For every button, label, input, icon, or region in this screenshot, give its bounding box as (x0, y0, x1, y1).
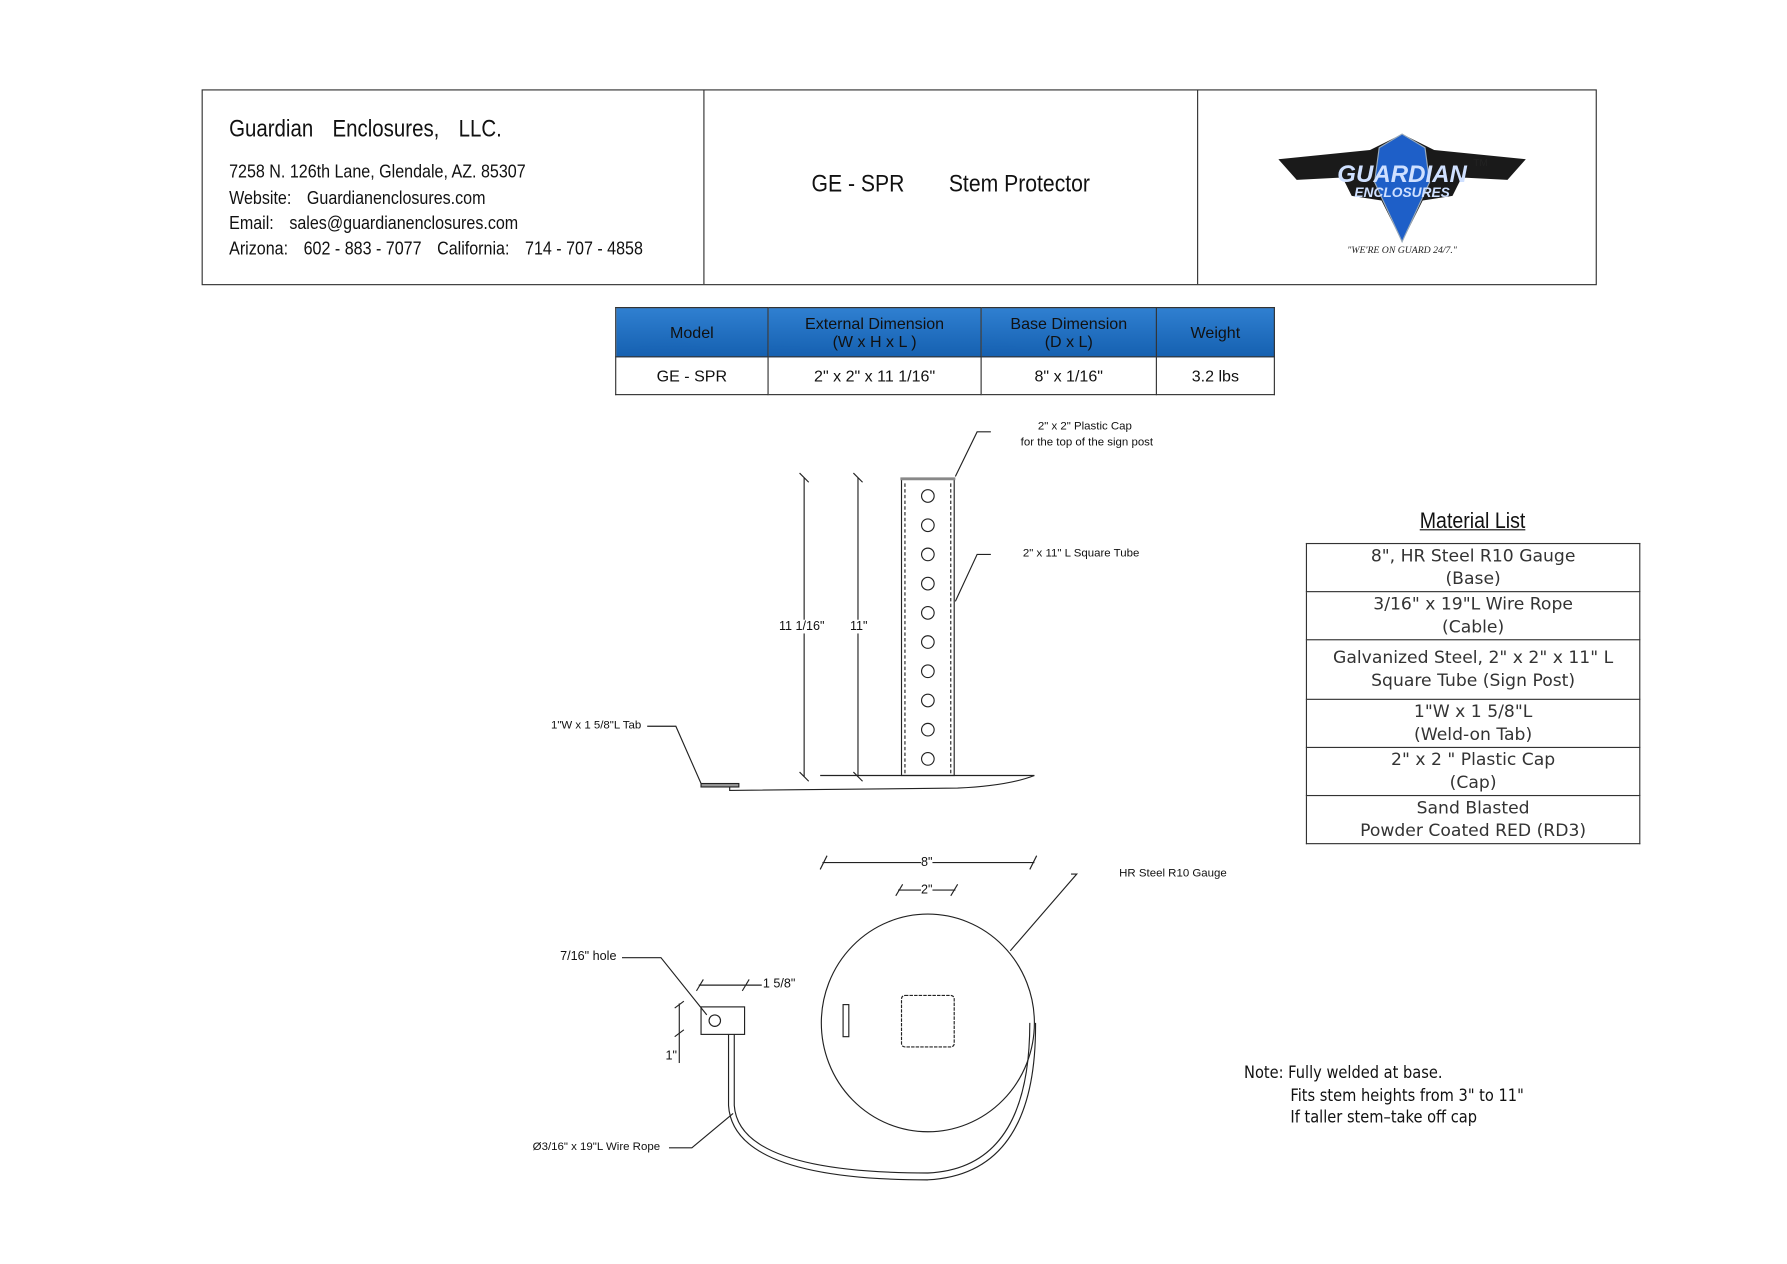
dim-base-diameter: 8" (920, 855, 933, 870)
header-external-dimension: External Dimension(W x H x L ) (767, 306, 982, 358)
wire-rope (727, 1022, 1037, 1181)
dim-total-height: 11 1/16" (778, 619, 825, 634)
tube-hole (920, 722, 935, 737)
email: sales@guardianenclosures.com (289, 213, 519, 234)
header-base-dimension: Base Dimension(D x L) (980, 306, 1157, 358)
guardian-logo: GUARDIAN ENCLOSURES TM "WE'RE ON GUARD 2… (1278, 133, 1526, 256)
title-block: Guardian Enclosures, LLC. 7258 N. 126th … (201, 89, 1597, 286)
material-text: 8", HR Steel R10 Gauge (1370, 545, 1576, 566)
product-name: Stem Protector (948, 170, 1090, 198)
address: 7258 N. 126th Lane, Glendale, AZ. 85307 (229, 161, 526, 183)
header-text: Base Dimension (1010, 313, 1128, 333)
tube-hole (920, 693, 935, 708)
tab-top (700, 1006, 746, 1035)
california-label: California: (437, 238, 510, 259)
website: Guardianenclosures.com (306, 187, 486, 209)
rope-label: Ø3/16" x 19"L Wire Rope (532, 1140, 661, 1154)
material-row: 8", HR Steel R10 Gauge(Base) (1305, 542, 1641, 593)
material-text: (Weld-on Tab) (1414, 723, 1533, 745)
logo-text: GUARDIAN (1337, 161, 1467, 188)
material-text: (Base) (1445, 568, 1501, 589)
note: Note: Fully welded at base. Fits stem he… (1244, 1063, 1524, 1130)
cap-label-1: 2" x 2" Plastic Cap (1037, 420, 1132, 433)
base-label: HR Steel R10 Gauge (1119, 867, 1227, 880)
model-code: GE - SPR (811, 170, 905, 198)
material-text: 2" x 2 " Plastic Cap (1391, 749, 1556, 770)
header-subtext: (W x H x L ) (832, 332, 917, 351)
arizona-label: Arizona: (229, 238, 289, 259)
material-row: 2" x 2 " Plastic Cap(Cap) (1305, 746, 1641, 797)
cell-base-dimension: 8" x 1/16" (980, 356, 1157, 396)
company-name: Guardian Enclosures, LLC. (229, 115, 502, 143)
hole-label: 7/16" hole (560, 949, 617, 964)
dim-tab-width: 1" (665, 1049, 678, 1064)
material-item: 1"W x 1 5/8"L(Weld-on Tab) (1305, 698, 1641, 749)
tab (700, 782, 740, 788)
company-info: Guardian Enclosures, LLC. 7258 N. 126th … (203, 90, 705, 285)
round-base (820, 913, 1035, 1133)
note-line-2: Fits stem heights from 3" to 11" (1290, 1086, 1524, 1105)
material-list-table: 8", HR Steel R10 Gauge(Base)3/16" x 19"L… (1305, 542, 1641, 845)
material-text: Square Tube (Sign Post) (1371, 670, 1576, 691)
cell-weight: 3.2 lbs (1155, 356, 1275, 396)
top-view (622, 855, 1079, 1181)
tube-label: 2" x 11" L Square Tube (1022, 547, 1140, 561)
arizona-phone: 602 - 883 - 7077 (303, 238, 422, 259)
material-item: 3/16" x 19"L Wire Rope(Cable) (1305, 591, 1641, 641)
material-text: Sand Blasted (1416, 797, 1530, 818)
tube-hole (920, 547, 935, 562)
spec-header-row: Model External Dimension(W x H x L ) Bas… (615, 306, 1275, 358)
tube-hole (920, 576, 935, 591)
dim-tube-width: 2" (920, 883, 933, 897)
square-tube (900, 478, 955, 777)
cell-external-dimension: 2" x 2" x 11 1/16" (767, 356, 982, 396)
tab-label: 1"W x 1 5/8"L Tab (550, 719, 642, 732)
dim-tab-length: 1 5/8" (762, 977, 796, 991)
tube-hole (920, 605, 935, 620)
tube-hole (920, 664, 935, 679)
material-row: 3/16" x 19"L Wire Rope(Cable) (1305, 591, 1641, 641)
svg-text:TM: TM (1473, 158, 1488, 169)
logo-cell: GUARDIAN ENCLOSURES TM "WE'RE ON GUARD 2… (1198, 90, 1595, 284)
material-list-title: Material List (1419, 509, 1526, 534)
material-row: 1"W x 1 5/8"L(Weld-on Tab) (1305, 698, 1641, 749)
website-label: Website: (229, 187, 292, 209)
tube-hole (920, 518, 935, 533)
phone-line: Arizona: 602 - 883 - 7077 California: 714 -… (229, 238, 658, 260)
header-subtext: (D x L) (1044, 332, 1093, 351)
material-text: Galvanized Steel, 2" x 2" x 11" L (1333, 647, 1614, 668)
table-row: GE - SPR 2" x 2" x 11 1/16" 8" x 1/16" 3… (615, 356, 1275, 396)
email-label: Email: (229, 213, 274, 234)
svg-text:"WE'RE ON GUARD 24/7.": "WE'RE ON GUARD 24/7." (1347, 245, 1457, 256)
material-text: (Cable) (1442, 616, 1505, 637)
material-text: (Cap) (1449, 772, 1497, 793)
header-model: Model (615, 306, 769, 358)
tube-hole (920, 752, 935, 766)
tube-hole (920, 635, 935, 649)
header-text: External Dimension (805, 313, 945, 333)
email-line: Email: sales@guardianenclosures.com (229, 213, 534, 235)
material-text: Powder Coated RED (RD3) (1360, 820, 1587, 841)
side-view (647, 431, 1035, 791)
material-item: 2" x 2 " Plastic Cap(Cap) (1305, 746, 1641, 797)
cap-label-2: for the top of the sign post (1020, 436, 1154, 450)
cell-model: GE - SPR (615, 356, 769, 396)
product-title: GE - SPR Stem Protector (704, 90, 1199, 285)
header-weight: Weight (1155, 306, 1275, 358)
website-line: Website: Guardianenclosures.com (229, 188, 501, 210)
dim-tube-height: 11" (849, 619, 868, 634)
note-line-1: Note: Fully welded at base. (1244, 1064, 1443, 1083)
california-phone: 714 - 707 - 4858 (525, 238, 643, 259)
tube-hole (920, 489, 935, 503)
note-line-3: If taller stem–take off cap (1290, 1108, 1478, 1128)
spec-table: Model External Dimension(W x H x L ) Bas… (615, 306, 1275, 396)
material-text: 1"W x 1 5/8"L (1413, 701, 1533, 722)
svg-text:ENCLOSURES: ENCLOSURES (1354, 185, 1450, 200)
material-item: 8", HR Steel R10 Gauge(Base) (1305, 542, 1641, 593)
material-text: 3/16" x 19"L Wire Rope (1373, 593, 1573, 614)
